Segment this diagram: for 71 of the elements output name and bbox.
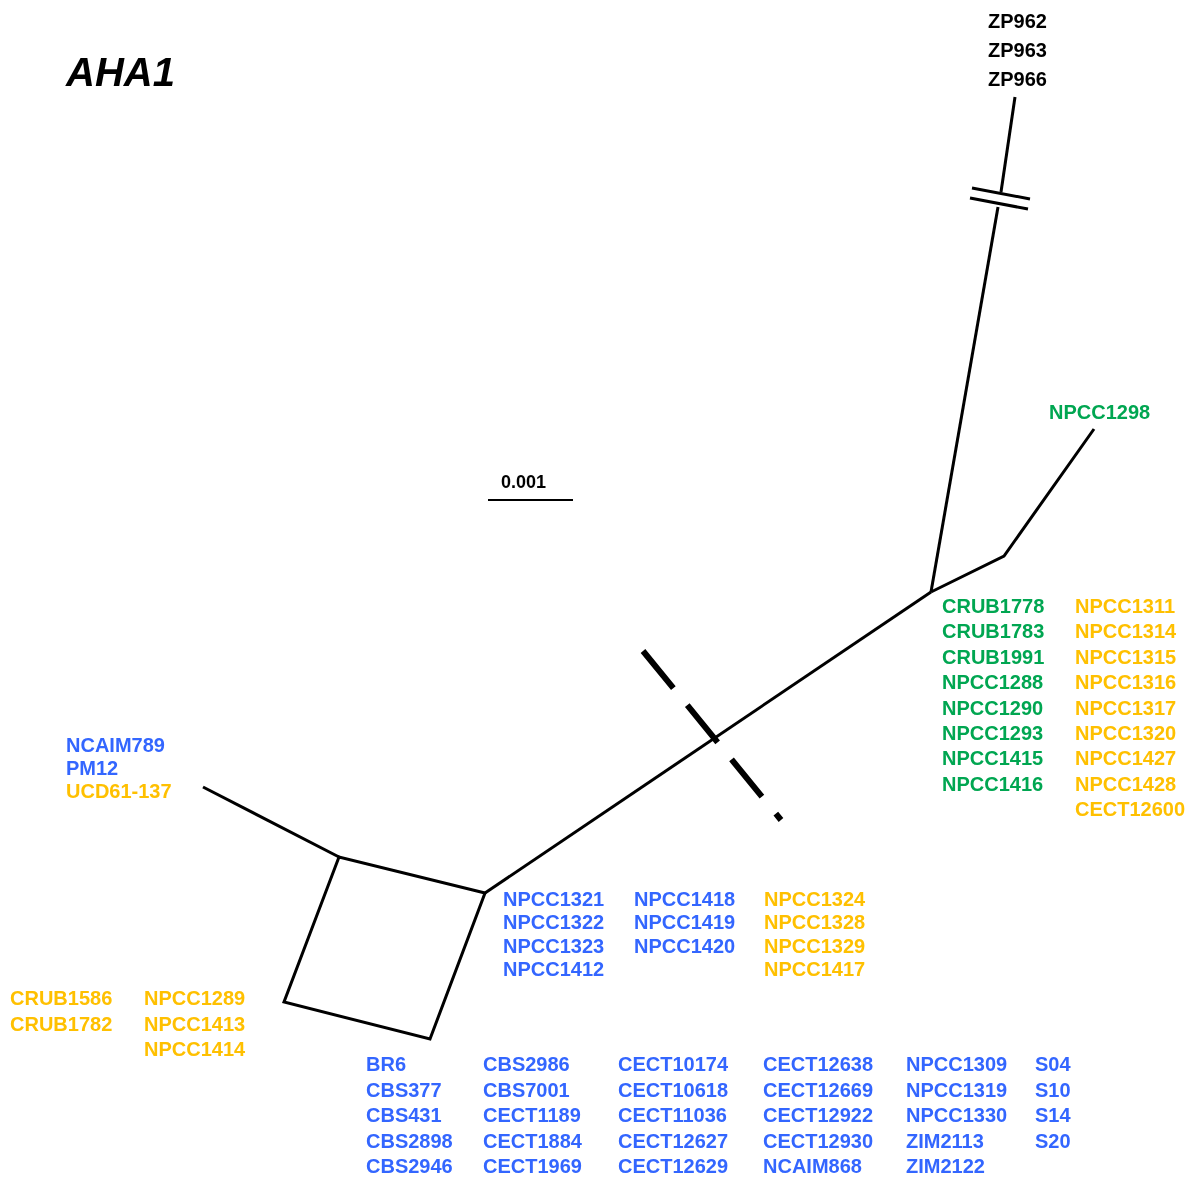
strain-label: CECT10618	[618, 1077, 729, 1102]
strain-label: NPCC1319	[906, 1077, 1008, 1102]
strain-label: NPCC1315	[1075, 644, 1177, 669]
strain-label: NPCC1309	[906, 1052, 1008, 1076]
strain-label: CECT12600	[1075, 797, 1186, 822]
strain-label: NPCC1321	[503, 887, 605, 911]
strain-label: CECT12669	[763, 1077, 874, 1102]
strain-label: NPCC1417	[764, 956, 866, 981]
strain-label: ZP966	[988, 67, 1047, 91]
strain-label: S04	[1035, 1052, 1071, 1076]
strain-label: NPCC1419	[634, 910, 736, 935]
strain-label: BR6	[366, 1052, 406, 1076]
strain-label: ZP963	[988, 38, 1047, 62]
strain-label: CRUB1991	[942, 644, 1045, 669]
strain-label: S14	[1035, 1103, 1071, 1127]
strain-label: ZIM2122	[906, 1154, 985, 1178]
strain-label: CBS2986	[483, 1052, 570, 1076]
strain-label: CECT1969	[483, 1154, 582, 1178]
strain-label: NPCC1288	[942, 670, 1044, 695]
strain-label: NPCC1415	[942, 746, 1044, 771]
strain-label: NPCC1316	[1075, 670, 1177, 695]
strain-label: UCD61-137	[66, 779, 172, 803]
strain-label: CRUB1586	[10, 986, 113, 1010]
strain-label: NPCC1418	[634, 887, 736, 911]
strain-label: NPCC1293	[942, 721, 1044, 745]
strain-label: CECT11036	[618, 1103, 727, 1127]
strain-label: NPCC1323	[503, 933, 605, 958]
strain-label: CRUB1783	[942, 619, 1045, 644]
strain-label: NCAIM789	[66, 733, 165, 757]
strain-label: CBS2946	[366, 1154, 453, 1178]
strain-label: NPCC1416	[942, 771, 1044, 796]
strain-label: NPCC1298	[1049, 400, 1151, 424]
strain-label: CECT12638	[763, 1052, 874, 1076]
strain-label: NPCC1414	[144, 1037, 246, 1061]
strain-label: CECT12922	[763, 1103, 874, 1127]
strain-label: NPCC1330	[906, 1103, 1008, 1127]
strain-label: NPCC1329	[764, 933, 866, 958]
strain-label: NPCC1322	[503, 910, 605, 935]
strain-label: CBS7001	[483, 1077, 570, 1102]
strain-label: CBS377	[366, 1077, 442, 1102]
strain-label: CECT12627	[618, 1128, 729, 1153]
strain-label: CECT12629	[618, 1154, 729, 1178]
strain-label: NPCC1420	[634, 933, 736, 958]
strain-label: CECT1884	[483, 1128, 582, 1153]
strain-label: NPCC1311	[1075, 594, 1176, 618]
strain-label: S20	[1035, 1128, 1071, 1153]
strain-label: NPCC1317	[1075, 695, 1177, 720]
strain-label: NPCC1328	[764, 910, 866, 935]
strain-label: NPCC1314	[1075, 619, 1177, 644]
strain-label: ZP962	[988, 9, 1047, 33]
strain-label: NPCC1413	[144, 1011, 246, 1036]
strain-label: CECT1189	[483, 1103, 581, 1127]
scale-bar-label: 0.001	[501, 471, 547, 494]
strain-label: NPCC1324	[764, 887, 866, 911]
strain-label: NPCC1427	[1075, 746, 1177, 771]
strain-label: CBS2898	[366, 1128, 453, 1153]
strain-label: NPCC1290	[942, 695, 1044, 720]
strain-label: S10	[1035, 1077, 1071, 1102]
strain-label: ZIM2113	[906, 1128, 984, 1153]
strain-label: NPCC1320	[1075, 721, 1177, 745]
strain-label: CECT12930	[763, 1128, 874, 1153]
diagram-title: AHA1	[66, 49, 175, 96]
strain-label: CECT10174	[618, 1052, 729, 1076]
strain-label: NPCC1412	[503, 956, 605, 981]
strain-label: NCAIM868	[763, 1154, 862, 1178]
strain-label: CBS431	[366, 1103, 442, 1127]
strain-label: NPCC1289	[144, 986, 246, 1010]
strain-label: NPCC1428	[1075, 771, 1177, 796]
strain-label: CRUB1778	[942, 594, 1045, 618]
strain-label: PM12	[66, 756, 119, 780]
strain-label: CRUB1782	[10, 1012, 113, 1036]
